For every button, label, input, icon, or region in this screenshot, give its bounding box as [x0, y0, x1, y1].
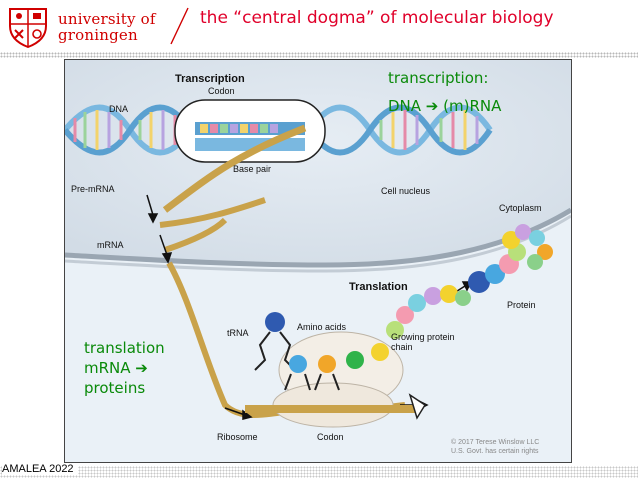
pre-mrna-strand — [159, 197, 266, 228]
university-crest-icon — [9, 8, 47, 48]
logo-divider — [170, 7, 189, 45]
label-dna: DNA — [109, 104, 128, 114]
label-translation: Translation — [349, 281, 408, 293]
header-divider — [0, 52, 638, 58]
label-transcription: Transcription — [175, 73, 245, 85]
transcription-bubble — [162, 99, 326, 213]
growing-protein-chain — [386, 285, 471, 339]
label-protein: Protein — [507, 300, 536, 310]
slide-header: university of groningen the “central dog… — [0, 0, 638, 52]
copyright-line2: U.S. Govt. has certain rights — [451, 448, 539, 455]
central-dogma-illustration: Transcription Codon DNA Base pair Pre-mR… — [65, 60, 571, 462]
label-pre-mrna: Pre-mRNA — [71, 184, 115, 194]
transcription-detail: DNA ➔ (m)RNA — [388, 97, 502, 115]
university-name-line2: groningen — [58, 26, 138, 44]
translation-annotation: translation mRNA ➔ proteins — [84, 338, 165, 398]
copyright-line1: © 2017 Terese Winslow LLC — [451, 438, 539, 446]
university-name-line1: university of — [58, 10, 156, 28]
label-cell-nucleus: Cell nucleus — [381, 186, 431, 196]
protein-molecule — [468, 224, 553, 293]
label-mrna: mRNA — [97, 240, 124, 250]
translation-line2: mRNA ➔ — [84, 359, 148, 377]
footer-label: AMALEA 2022 — [2, 463, 78, 475]
mrna-strand — [164, 217, 228, 253]
slide-title: the “central dogma” of molecular biology — [200, 8, 554, 28]
label-base-pair: Base pair — [233, 164, 271, 174]
trna-molecules — [254, 312, 427, 420]
footer-divider — [0, 466, 638, 478]
transcription-annotation: transcription: DNA ➔ (m)RNA — [388, 68, 501, 116]
label-ribosome: Ribosome — [217, 432, 258, 442]
central-dogma-figure: Transcription Codon DNA Base pair Pre-mR… — [64, 59, 572, 463]
label-growing-chain-2: chain — [391, 342, 413, 352]
transcription-heading: transcription: — [388, 69, 489, 87]
label-trna: tRNA — [227, 328, 249, 338]
label-codon-top: Codon — [208, 86, 235, 96]
label-cytoplasm: Cytoplasm — [499, 203, 542, 213]
label-growing-chain-1: Growing protein — [391, 332, 455, 342]
label-amino-acids: Amino acids — [297, 322, 347, 332]
translation-line3: proteins — [84, 379, 146, 397]
label-codon-bottom: Codon — [317, 432, 344, 442]
translation-line1: translation — [84, 339, 165, 357]
